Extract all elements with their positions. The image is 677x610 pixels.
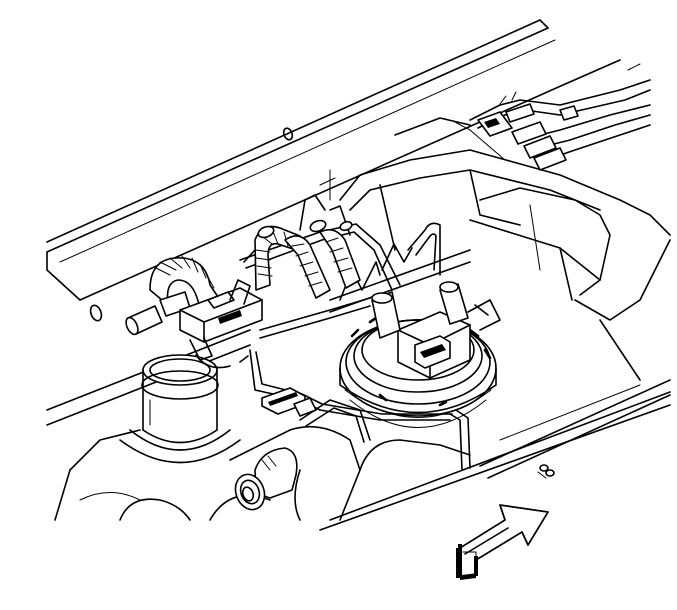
corrugated-hoses — [125, 219, 361, 336]
wiring-harness — [469, 63, 651, 171]
fuel-pump-module — [339, 281, 501, 428]
filler-neck — [119, 354, 241, 464]
evap-valve-assembly — [179, 279, 317, 417]
forward-direction-arrow-icon — [456, 504, 549, 580]
fuel-tank — [54, 117, 671, 521]
fastener-clip — [537, 464, 555, 479]
frame-rail — [46, 19, 621, 322]
tank-side-fitting — [234, 447, 298, 511]
